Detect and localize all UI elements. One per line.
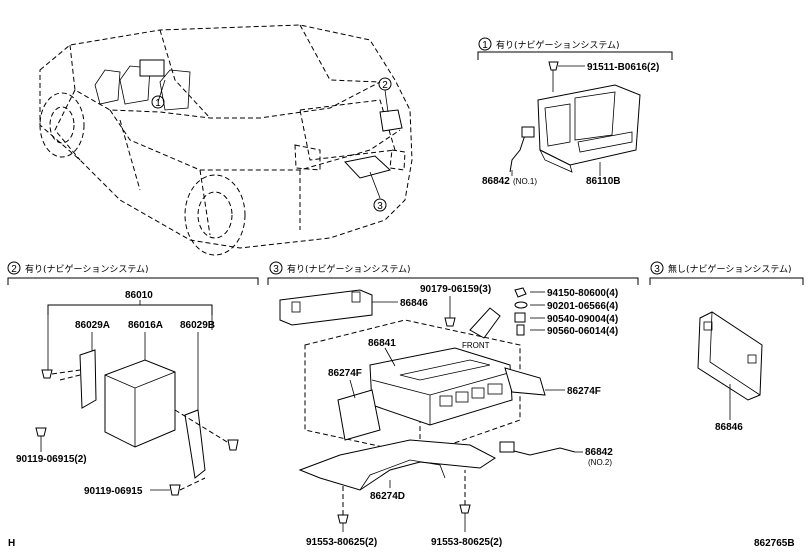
hw-94150: 94150-80600(4) (547, 288, 618, 299)
part-86274d: 86274D (370, 491, 405, 502)
front-label: FRONT (462, 341, 490, 350)
hw-washer-icon (514, 301, 528, 309)
section-1-circle-icon (478, 37, 492, 51)
receiver-unit (104, 359, 176, 448)
part-86846-right: 86846 (715, 422, 743, 433)
hw-collar-icon (516, 324, 525, 336)
section-2-circle-icon (7, 261, 21, 275)
callout-2-icon (378, 77, 392, 91)
part-86842-no1-note: (NO.1) (513, 177, 537, 186)
bolt-icon (548, 61, 559, 71)
part-90179-06159: 90179-06159(3) (420, 284, 491, 295)
part-86846-mid: 86846 (400, 298, 428, 309)
part-86029b: 86029B (180, 320, 215, 331)
section-3-circle-icon (269, 261, 283, 275)
harness-connector-icon (499, 441, 515, 453)
bolt-bottom-left-icon (337, 514, 349, 524)
screw-icon (41, 369, 53, 379)
part-86029a: 86029A (75, 320, 110, 331)
hw-nut-icon (514, 287, 527, 298)
part-91553-left: 91553-80625(2) (306, 537, 377, 548)
part-86274f-right: 86274F (567, 386, 601, 397)
part-90119-06915: 90119-06915 (84, 486, 143, 497)
section-2-receiver: 2 有り(ナビゲーションシステム) 86010 86029A 86016A 86… (7, 261, 259, 497)
callout-3-icon (373, 198, 387, 212)
part-86841: 86841 (368, 338, 396, 349)
section-1-title: 有り(ナビゲーションシステム) (496, 39, 620, 51)
bolt-bottom-right-icon (459, 504, 471, 514)
connector-icon (521, 126, 535, 138)
callout-1: 1 (155, 98, 161, 109)
section-3-no-navigation: 3 無し(ナビゲーションシステム) 86846 (649, 261, 804, 433)
vehicle-illustration: 1 2 3 (39, 24, 413, 256)
footer-left: H (8, 538, 15, 549)
section-3-tuner: 3 有り(ナビゲーションシステム) 86846 90179-06159(3) F… (267, 261, 639, 548)
hw-spacer-icon (514, 312, 526, 323)
section-3-number: 3 (273, 264, 279, 275)
part-86274f-left: 86274F (328, 368, 362, 379)
part-91511-b0616: 91511-B0616(2) (587, 62, 659, 73)
callout-3: 3 (377, 201, 383, 212)
section-3b-number: 3 (654, 264, 660, 275)
section-3-title: 有り(ナビゲーションシステム) (287, 263, 411, 275)
screw-icon-right (227, 439, 239, 451)
front-arrow-icon (469, 307, 501, 339)
part-86842-no2: 86842 (585, 447, 613, 458)
display-unit (537, 84, 641, 166)
hw-90201: 90201-06566(4) (547, 301, 618, 312)
screw-icon-bottom (169, 484, 181, 496)
section-1-number: 1 (482, 40, 488, 51)
section-2-number: 2 (11, 264, 17, 275)
section-3b-title: 無し(ナビゲーションシステム) (668, 263, 792, 275)
section-2-title: 有り(ナビゲーションシステム) (25, 263, 149, 275)
callout-2: 2 (382, 80, 388, 91)
screw-icon-lower (35, 427, 47, 437)
part-86010: 86010 (125, 290, 153, 301)
cover-86846 (279, 289, 373, 326)
part-86016a: 86016A (128, 320, 163, 331)
hw-90560: 90560-06014(4) (547, 326, 618, 337)
part-86842-no1: 86842 (482, 176, 510, 187)
part-86110b: 86110B (586, 176, 620, 187)
section-3b-circle-icon (650, 261, 664, 275)
part-90119-06915-2: 90119-06915(2) (16, 454, 87, 465)
hw-90540: 90540-09004(4) (547, 314, 618, 325)
part-86842-no2-note: (NO.2) (588, 458, 612, 467)
callout-1-icon (151, 95, 165, 109)
part-91553-right: 91553-80625(2) (431, 537, 502, 548)
nut-icon (444, 317, 456, 327)
footer-code: 862765B (754, 538, 795, 549)
section-1-navigation-display: 1 有り(ナビゲーションシステム) 91511-B0616(2) 86842 (… (477, 37, 673, 187)
